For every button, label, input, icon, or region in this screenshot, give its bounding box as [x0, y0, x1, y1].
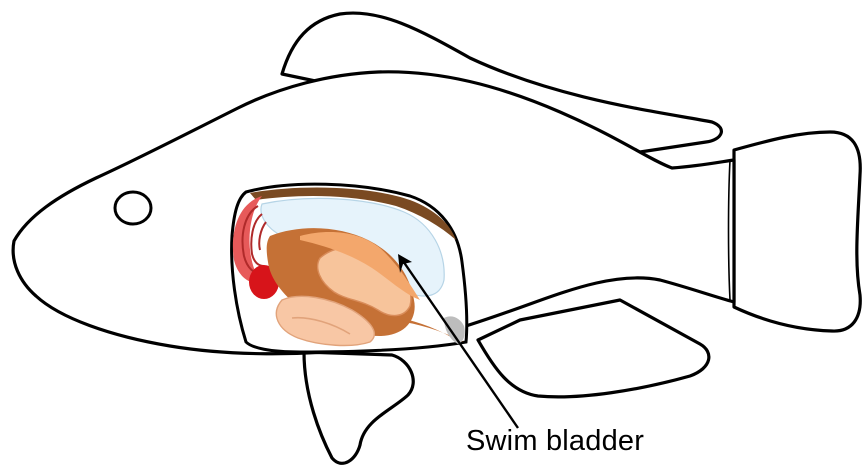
swim-bladder-label: Swim bladder: [466, 425, 644, 458]
anal-fin: [478, 300, 709, 397]
caudal-fin: [734, 132, 860, 331]
pelvic-fin: [304, 352, 413, 463]
fish-eye: [115, 192, 151, 224]
